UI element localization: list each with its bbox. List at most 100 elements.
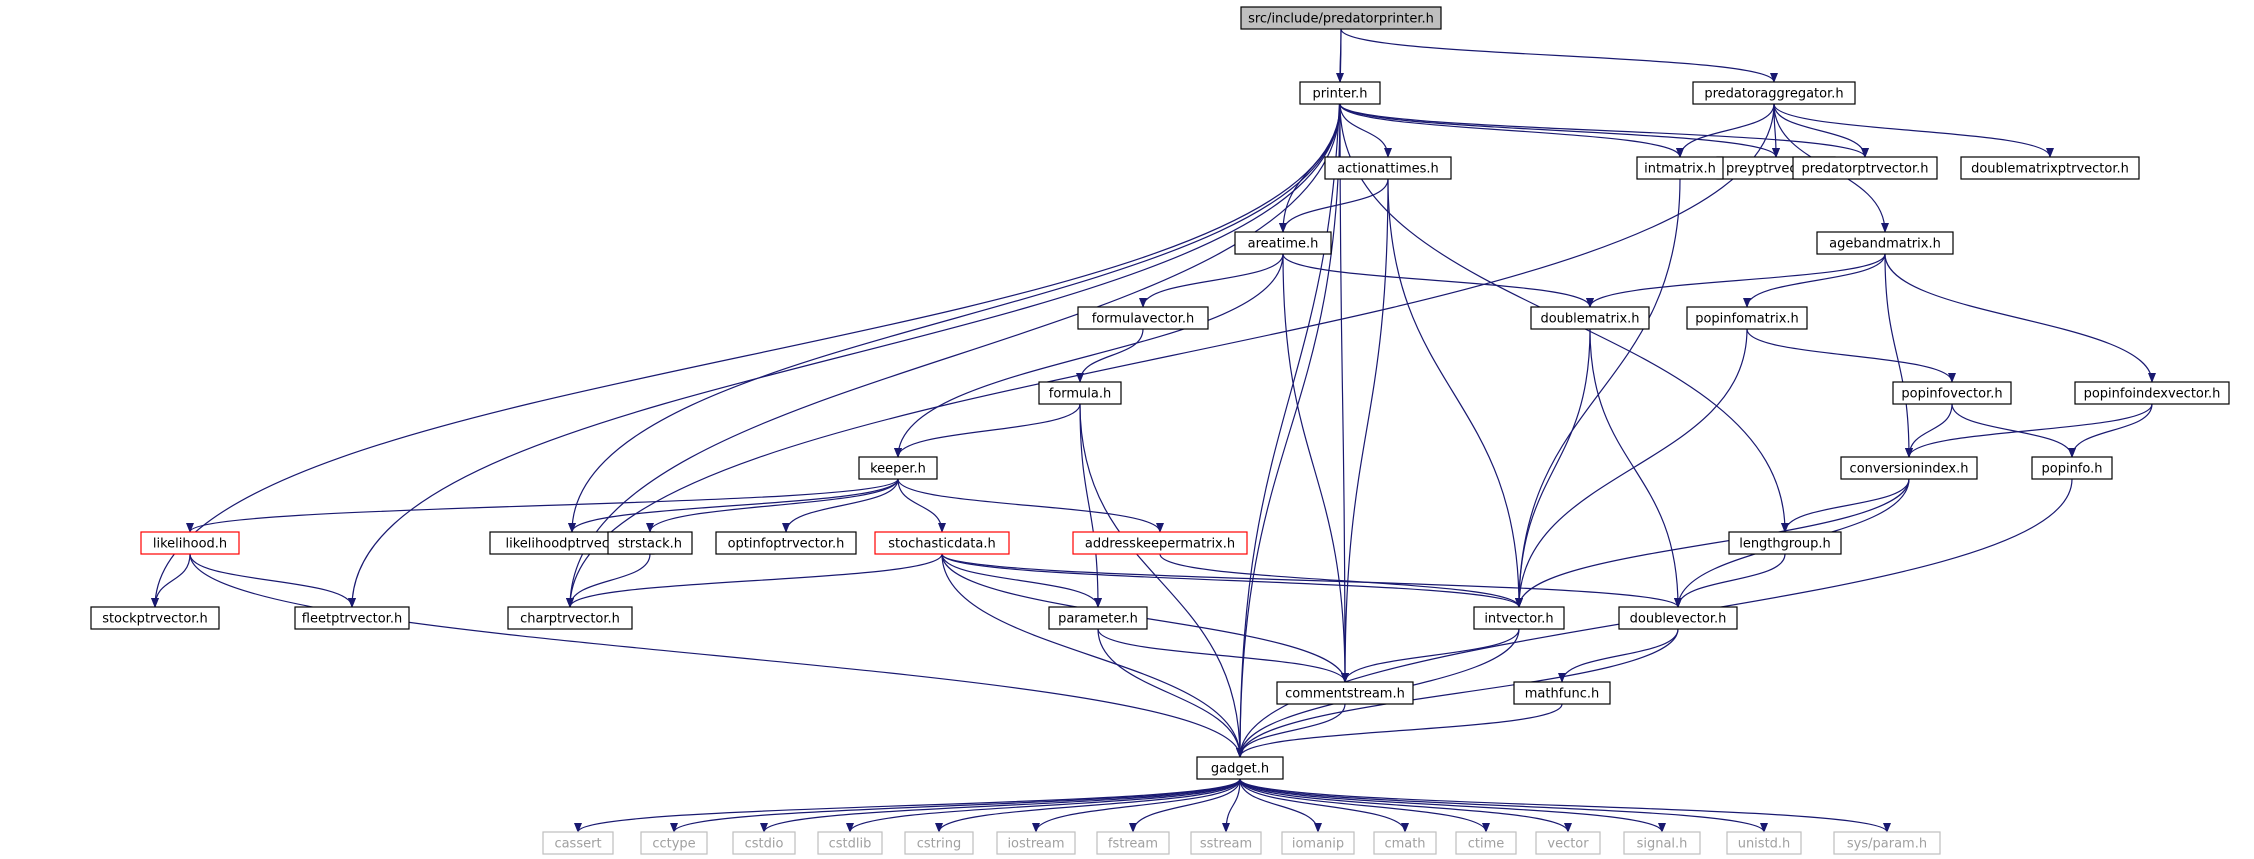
node-parameter-box: [1048, 606, 1148, 630]
node-printer-label: printer.h: [1312, 87, 1367, 102]
node-predatoraggregator[interactable]: predatoraggregator.h: [1692, 81, 1856, 105]
node-doublematrix[interactable]: doublematrix.h: [1530, 306, 1650, 330]
node-actionattimes[interactable]: actionattimes.h: [1324, 156, 1452, 180]
node-formulavector[interactable]: formulavector.h: [1077, 306, 1209, 330]
node-iomanip-label: iomanip: [1292, 837, 1344, 852]
node-cctype: cctype: [640, 831, 708, 855]
node-conversionindex[interactable]: conversionindex.h: [1840, 456, 1978, 480]
node-agebandmatrix[interactable]: agebandmatrix.h: [1816, 231, 1954, 255]
node-predatoraggregator-box: [1692, 81, 1856, 105]
node-iostream-box: [996, 831, 1076, 855]
node-commentstream-label: commentstream.h: [1285, 687, 1405, 702]
node-sysparam-box: [1833, 831, 1941, 855]
edge-actionattimes-to-areatime: [1279, 178, 1389, 233]
edge-predatoraggregator-to-intmatrix: [1676, 103, 1775, 158]
edge-formula-to-parameter: [1079, 403, 1102, 608]
edge-printer-to-fleetptrvector: [348, 103, 1341, 608]
node-popinfo[interactable]: popinfo.h: [2031, 456, 2113, 480]
node-cstdio-box: [732, 831, 796, 855]
node-gadget-label: gadget.h: [1211, 762, 1269, 777]
node-conversionindex-box: [1840, 456, 1978, 480]
edge-actionattimes-to-commentstream: [1341, 178, 1389, 683]
node-keeper[interactable]: keeper.h: [858, 456, 938, 480]
node-strstack[interactable]: strstack.h: [607, 531, 693, 555]
edge-likelihood-to-stockptrvector: [151, 553, 191, 608]
node-likelihood[interactable]: likelihood.h: [140, 531, 240, 555]
edge-stochasticdata-to-gadget: [941, 553, 1244, 758]
edge-keeper-to-likelihoodptrvector: [568, 478, 899, 533]
node-unistd-box: [1726, 831, 1802, 855]
edge-printer-to-actionattimes: [1339, 103, 1392, 158]
node-doublevector-box: [1618, 606, 1738, 630]
node-predatorprinter-box: [1240, 6, 1442, 30]
node-addresskeepermatrix-box: [1072, 531, 1248, 555]
node-cassert-label: cassert: [554, 837, 601, 852]
node-popinfoindexvector-label: popinfoindexvector.h: [2084, 387, 2221, 402]
node-cctype-box: [640, 831, 708, 855]
node-popinfoindexvector[interactable]: popinfoindexvector.h: [2074, 381, 2230, 405]
node-stockptrvector[interactable]: stockptrvector.h: [90, 606, 220, 630]
node-popinfoindexvector-box: [2074, 381, 2230, 405]
node-vector-box: [1535, 831, 1601, 855]
node-cstdio: cstdio: [732, 831, 796, 855]
edge-formula-to-gadget: [1079, 403, 1244, 758]
node-printer[interactable]: printer.h: [1299, 81, 1381, 105]
node-optinfoptrvector[interactable]: optinfoptrvector.h: [715, 531, 857, 555]
node-fleetptrvector[interactable]: fleetptrvector.h: [294, 606, 410, 630]
node-cassert-box: [542, 831, 614, 855]
edge-gadget-to-sysparam: [1239, 778, 1891, 833]
edge-likelihood-to-fleetptrvector: [189, 553, 356, 608]
node-unistd-label: unistd.h: [1738, 837, 1791, 852]
edge-areatime-to-doublematrix: [1282, 253, 1594, 308]
node-predatorptrvector[interactable]: predatorptrvector.h: [1792, 156, 1938, 180]
node-doublevector[interactable]: doublevector.h: [1618, 606, 1738, 630]
node-sstream: sstream: [1190, 831, 1262, 855]
node-parameter[interactable]: parameter.h: [1048, 606, 1148, 630]
node-intvector[interactable]: intvector.h: [1473, 606, 1565, 630]
edge-commentstream-to-gadget: [1236, 703, 1346, 758]
edge-stochasticdata-to-doublevector: [941, 553, 1682, 608]
node-sysparam-label: sys/param.h: [1847, 837, 1927, 852]
edge-gadget-to-fstream: [1129, 778, 1241, 833]
node-actionattimes-box: [1324, 156, 1452, 180]
node-doublematrixptrvector[interactable]: doublematrixptrvector.h: [1960, 156, 2140, 180]
edge-predatoraggregator-to-predatorptrvector: [1773, 103, 1869, 158]
node-vector-label: vector: [1547, 837, 1589, 852]
node-popinfomatrix[interactable]: popinfomatrix.h: [1686, 306, 1808, 330]
edge-stochasticdata-to-parameter: [941, 553, 1102, 608]
node-cstdio-label: cstdio: [745, 837, 784, 852]
edge-agebandmatrix-to-conversionindex: [1884, 253, 1913, 458]
node-signal-label: signal.h: [1637, 837, 1688, 852]
edge-predatorprinter-to-predatoraggregator: [1340, 28, 1778, 83]
node-agebandmatrix-box: [1816, 231, 1954, 255]
edge-printer-to-preyptrvector: [1339, 103, 1780, 158]
node-intvector-label: intvector.h: [1484, 612, 1553, 627]
node-gadget[interactable]: gadget.h: [1196, 756, 1284, 780]
edge-areatime-to-keeper: [894, 253, 1284, 458]
node-popinfovector[interactable]: popinfovector.h: [1892, 381, 2012, 405]
node-predatorprinter[interactable]: src/include/predatorprinter.h: [1240, 6, 1442, 30]
edge-gadget-to-cstdio: [760, 778, 1241, 833]
edge-keeper-to-optinfoptrvector: [782, 478, 899, 533]
node-areatime-label: areatime.h: [1248, 237, 1319, 252]
edge-parameter-to-commentstream: [1097, 628, 1349, 683]
node-predatorprinter-label: src/include/predatorprinter.h: [1248, 12, 1434, 27]
node-commentstream[interactable]: commentstream.h: [1276, 681, 1414, 705]
node-addresskeepermatrix[interactable]: addresskeepermatrix.h: [1072, 531, 1248, 555]
node-formulavector-box: [1077, 306, 1209, 330]
edge-printer-to-likelihoodptrvector: [568, 103, 1341, 533]
node-intmatrix[interactable]: intmatrix.h: [1636, 156, 1724, 180]
node-charptrvector[interactable]: charptrvector.h: [507, 606, 633, 630]
node-stochasticdata[interactable]: stochasticdata.h: [874, 531, 1010, 555]
node-sstream-box: [1190, 831, 1262, 855]
node-ctime-label: ctime: [1468, 837, 1505, 852]
edge-popinfoindexvector-to-popinfo: [2068, 403, 2153, 458]
node-mathfunc[interactable]: mathfunc.h: [1513, 681, 1611, 705]
node-formula[interactable]: formula.h: [1038, 381, 1122, 405]
node-cmath-box: [1373, 831, 1437, 855]
node-popinfo-box: [2031, 456, 2113, 480]
node-predatorptrvector-label: predatorptrvector.h: [1801, 162, 1928, 177]
node-lengthgroup[interactable]: lengthgroup.h: [1728, 531, 1842, 555]
node-areatime[interactable]: areatime.h: [1234, 231, 1332, 255]
edge-doublevector-to-mathfunc: [1558, 628, 1679, 683]
